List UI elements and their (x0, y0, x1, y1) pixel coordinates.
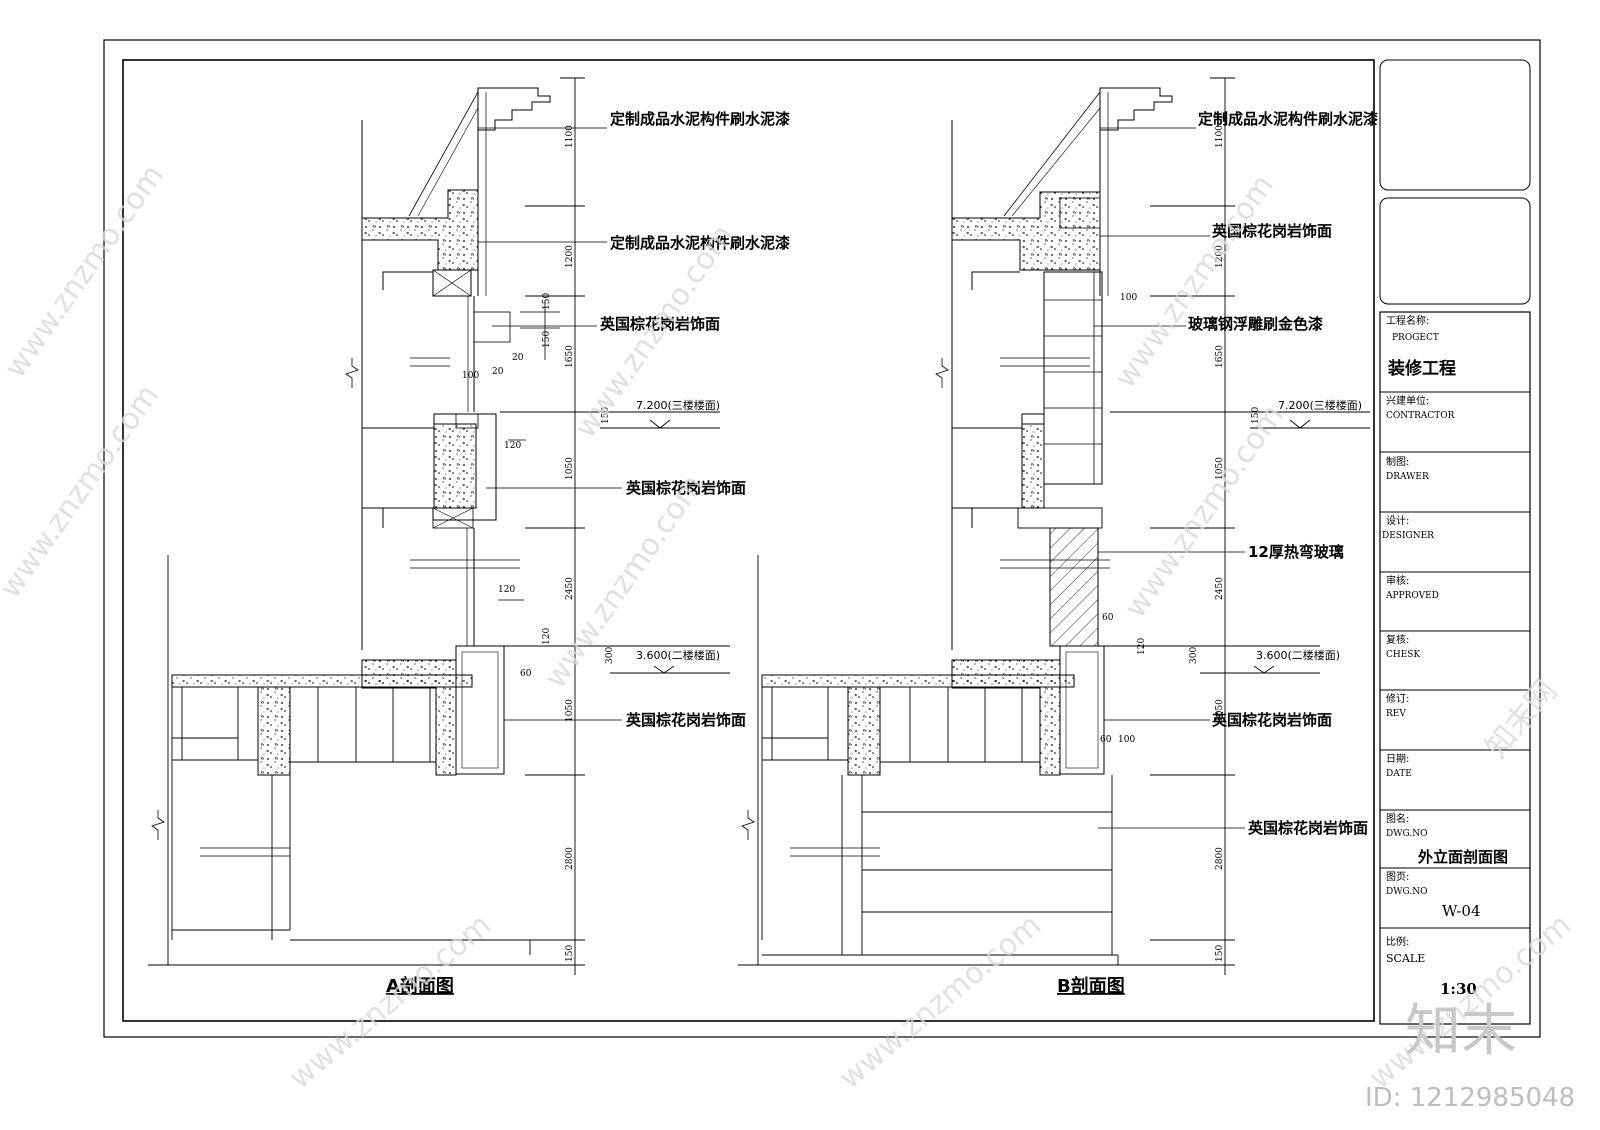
small-dim: 120 (504, 441, 521, 451)
watermark-site: www.znzmo.com (833, 908, 1048, 1097)
callout-label: 12厚热弯玻璃 (1248, 543, 1344, 561)
rev-label-en: REV (1386, 709, 1406, 719)
level-label-7200: 7.200(三楼楼面) (1278, 398, 1362, 412)
small-dim: 60 (520, 669, 532, 679)
watermark: www.znzmo.com www.znzmo.com www.znzmo.co… (0, 158, 1578, 1096)
drawing-name-value: 外立面剖面图 (1417, 848, 1508, 866)
project-label-en: PROGECT (1392, 333, 1439, 343)
watermark-site: www.znzmo.com (1108, 168, 1281, 394)
drawing-name-label: 图名: (1386, 812, 1409, 825)
dim-1050: 1050 (565, 699, 575, 722)
dim-150: 150 (565, 945, 575, 962)
watermark-site: www.znzmo.com (283, 908, 498, 1097)
rev-label: 修订: (1386, 692, 1409, 705)
dim-1100: 1100 (1215, 125, 1225, 148)
check-label-en: CHESK (1386, 650, 1420, 660)
dim-1050: 1050 (1215, 457, 1225, 480)
dim-1650: 1650 (565, 345, 575, 368)
scale-label: 比例: (1386, 935, 1409, 948)
callout-label: 英国棕花岗岩饰面 (626, 479, 746, 497)
small-dim: 150 (601, 407, 611, 424)
callout-label: 英国棕花岗岩饰面 (1212, 222, 1332, 240)
contractor-label-en: CONTRACTOR (1386, 411, 1455, 421)
callout-label: 英国棕花岗岩饰面 (1248, 819, 1368, 837)
watermark-site: www.znzmo.com (0, 378, 166, 604)
small-dim: 60 (1102, 613, 1114, 623)
dim-150: 150 (1215, 945, 1225, 962)
approved-label-en: APPROVED (1385, 591, 1439, 601)
small-dim: 100 (1118, 735, 1135, 745)
callout-label: 定制成品水泥构件刷水泥漆 (1198, 110, 1378, 128)
inner-frame (122, 59, 1375, 1022)
section-b-title: B剖面图 (1057, 975, 1125, 997)
level-label-3600: 3.600(二楼楼面) (636, 648, 720, 662)
date-label-en: DATE (1386, 769, 1412, 779)
section-a-title: A剖面图 (386, 975, 454, 997)
watermark-site: www.znzmo.com (0, 158, 171, 384)
check-label: 复核: (1386, 633, 1409, 646)
page-value: W-04 (1442, 902, 1480, 920)
page-label: 图页: (1386, 871, 1409, 883)
dim-1100: 1100 (565, 125, 575, 148)
small-dim: 150 (542, 293, 552, 310)
small-dim: 60 (1100, 735, 1112, 745)
drawer-label: 制图: (1386, 455, 1409, 468)
scale-value: 1:30 (1440, 980, 1477, 998)
dim-1200: 1200 (1215, 245, 1225, 268)
outer-frame (103, 39, 1541, 1038)
section-a: 1100 1200 1650 1050 2450 1050 2800 150 1… (148, 77, 790, 997)
small-dim: 20 (512, 353, 524, 363)
designer-label: 设计: (1386, 514, 1409, 527)
dim-1650: 1650 (1215, 345, 1225, 368)
small-dim: 300 (605, 647, 615, 664)
dim-1050: 1050 (1215, 699, 1225, 722)
small-dim: 150 (1251, 407, 1261, 424)
dim-2450: 2450 (565, 577, 575, 600)
level-label-7200: 7.200(三楼楼面) (636, 398, 720, 412)
dim-2800: 2800 (1215, 847, 1225, 870)
callout-label: 玻璃钢浮雕刷金色漆 (1188, 315, 1323, 333)
small-dim: 300 (1189, 647, 1199, 664)
callout-label: 定制成品水泥构件刷水泥漆 (610, 110, 790, 128)
level-label-3600: 3.600(二楼楼面) (1256, 648, 1340, 662)
title-block: 工程名称: PROGECT 兴建单位: CONTRACTOR 制图: DRAWE… (1379, 59, 1531, 1025)
small-dim: 100 (462, 371, 479, 381)
drawing-name-label-en: DWG.NO (1386, 829, 1427, 839)
dim-1200: 1200 (565, 245, 575, 268)
dim-2800: 2800 (565, 847, 575, 870)
callout-label: 英国棕花岗岩饰面 (1212, 711, 1332, 729)
watermark-site-cn: 知末网 (1479, 674, 1564, 765)
callout-label: 定制成品水泥构件刷水泥漆 (610, 234, 790, 252)
callout-label: 英国棕花岗岩饰面 (600, 315, 720, 333)
section-b: 1100 1200 1650 1050 2450 1050 2800 150 1… (738, 77, 1378, 997)
small-dim: 100 (1120, 293, 1137, 303)
contractor-label: 兴建单位: (1386, 394, 1429, 407)
date-label: 日期: (1386, 753, 1409, 765)
watermark-id: ID: 1212985048 (1365, 1083, 1575, 1113)
watermark-site: www.znzmo.com (1118, 398, 1291, 624)
dim-1050: 1050 (565, 457, 575, 480)
small-dim: 20 (492, 367, 504, 377)
scale-label-en: SCALE (1386, 952, 1425, 965)
page-label-en: DWG.NO (1386, 887, 1427, 897)
dim-2450: 2450 (1215, 577, 1225, 600)
drawer-label-en: DRAWER (1386, 472, 1429, 482)
project-label: 工程名称: (1386, 314, 1429, 327)
small-dim: 150 (542, 331, 552, 348)
project-value: 装修工程 (1387, 358, 1456, 379)
small-dim: 120 (498, 585, 515, 595)
approved-label: 审核: (1386, 574, 1409, 587)
callout-label: 英国棕花岗岩饰面 (626, 711, 746, 729)
designer-label-en: DESIGNER (1382, 531, 1434, 541)
small-dim: 120 (542, 628, 552, 645)
watermark-brand: 知末 (1405, 999, 1517, 1064)
